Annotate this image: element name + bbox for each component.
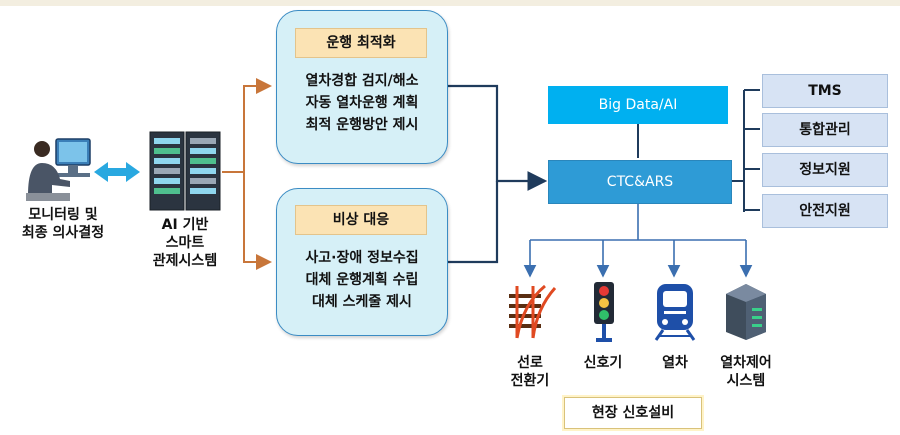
emergency-title: 비상 대응 [295, 205, 427, 235]
field-label-train: 열차 [662, 355, 688, 371]
side-system-safety: 안전지원 [762, 194, 888, 228]
ai-system-label: AI 기반 스마트 관제시스템 [152, 217, 218, 269]
field-bus-line [530, 202, 746, 241]
traffic-signal-icon [594, 282, 614, 342]
field-label-switch: 선로 전환기 [510, 355, 550, 389]
field-label-control-system: 열차제어 시스템 [720, 355, 772, 389]
ctc-ars-box: CTC&ARS [548, 160, 732, 204]
emergency-lines: 사고·장애 정보수집 대체 운행계획 수립 대체 스케줄 제시 [305, 250, 419, 310]
ai-to-emergency-arrow [243, 172, 272, 270]
field-signal-equipment-badge: 현장 신호설비 [564, 397, 702, 429]
ai-to-optimization-arrow [222, 78, 272, 173]
train-icon [654, 284, 696, 341]
bigdata-box: Big Data/AI [548, 86, 728, 124]
double-arrow [94, 162, 140, 182]
ctc-to-side-systems [731, 89, 760, 212]
optimization-title: 운행 최적화 [295, 28, 427, 58]
control-server-icon [726, 284, 766, 340]
field-label-signal: 신호기 [583, 355, 623, 371]
optimization-to-ctc-arrow [448, 84, 548, 191]
optimization-lines: 열차경합 검지/해소 자동 열차운행 계획 최적 운행방안 제시 [305, 73, 419, 133]
emergency-to-ctc-line [448, 181, 499, 264]
top-strip [0, 0, 900, 6]
operator-label: 모니터링 및 최종 의사결정 [21, 207, 105, 241]
side-system-info: 정보지원 [762, 153, 888, 187]
side-system-tms: TMS [762, 74, 888, 108]
server-rack-icon [149, 131, 221, 211]
railway-switch-icon [509, 284, 557, 339]
operator-at-computer-icon [26, 138, 91, 201]
side-system-integrated: 통합관리 [762, 113, 888, 147]
